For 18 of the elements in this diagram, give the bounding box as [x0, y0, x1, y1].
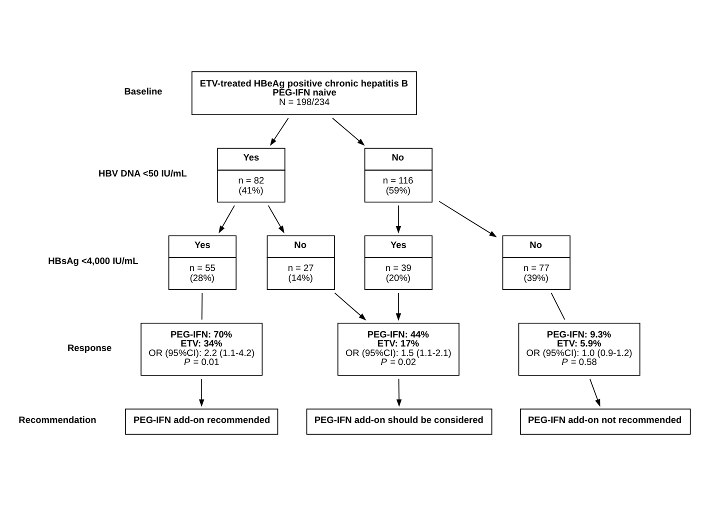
arrow	[396, 292, 402, 321]
label: Response	[67, 342, 112, 353]
arrow	[332, 118, 365, 146]
arrow	[334, 292, 366, 320]
arrow	[438, 200, 497, 238]
label: Baseline	[124, 86, 162, 97]
connector	[550, 292, 566, 320]
arrow	[590, 378, 600, 407]
label: HBsAg <4,000 IU/mL	[48, 256, 138, 266]
connector	[201, 292, 203, 320]
arrow	[270, 118, 289, 146]
label: HBV DNA <50 IU/mL	[98, 168, 187, 179]
arrow	[198, 378, 204, 407]
arrow	[218, 205, 235, 234]
arrow	[396, 378, 402, 407]
arrow	[396, 205, 402, 234]
label: Recommendation	[18, 415, 96, 426]
arrow	[268, 205, 284, 234]
